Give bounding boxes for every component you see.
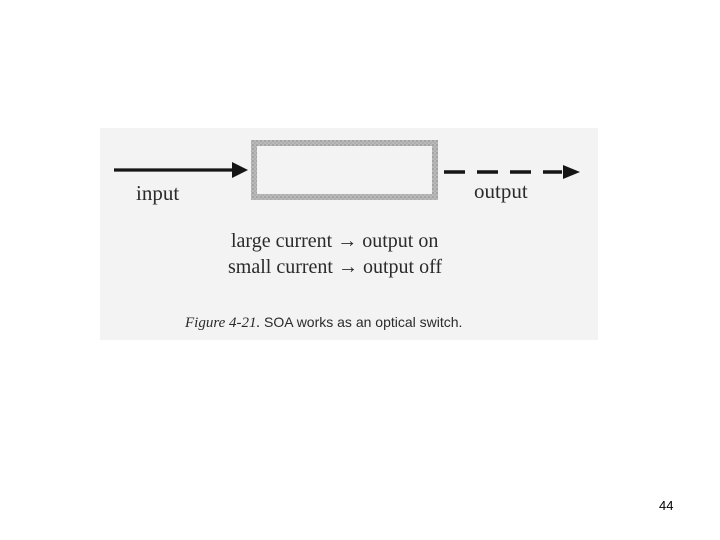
soa-box-inner	[257, 146, 432, 194]
figure-caption: Figure 4-21. SOA works as an optical swi…	[185, 315, 462, 331]
condition-cause: large current	[231, 230, 333, 252]
figure-caption-text: SOA works as an optical switch.	[264, 314, 463, 330]
output-label: output	[474, 179, 528, 203]
soa-diagram	[114, 140, 580, 200]
figure-scan: input output large current → output on s…	[100, 128, 598, 340]
input-label: input	[136, 181, 180, 205]
condition-line: large current → output on	[231, 231, 438, 251]
condition-line: small current → output off	[228, 257, 442, 277]
input-arrow-head	[232, 162, 248, 178]
page-number: 44	[659, 498, 674, 513]
condition-effect: output on	[362, 230, 439, 252]
output-arrow-head	[563, 165, 580, 179]
figure-reference: Figure 4-21.	[185, 315, 261, 331]
condition-effect: output off	[362, 256, 443, 278]
arrow-icon: →	[337, 230, 358, 252]
arrow-icon: →	[337, 256, 358, 278]
condition-cause: small current	[228, 256, 333, 278]
